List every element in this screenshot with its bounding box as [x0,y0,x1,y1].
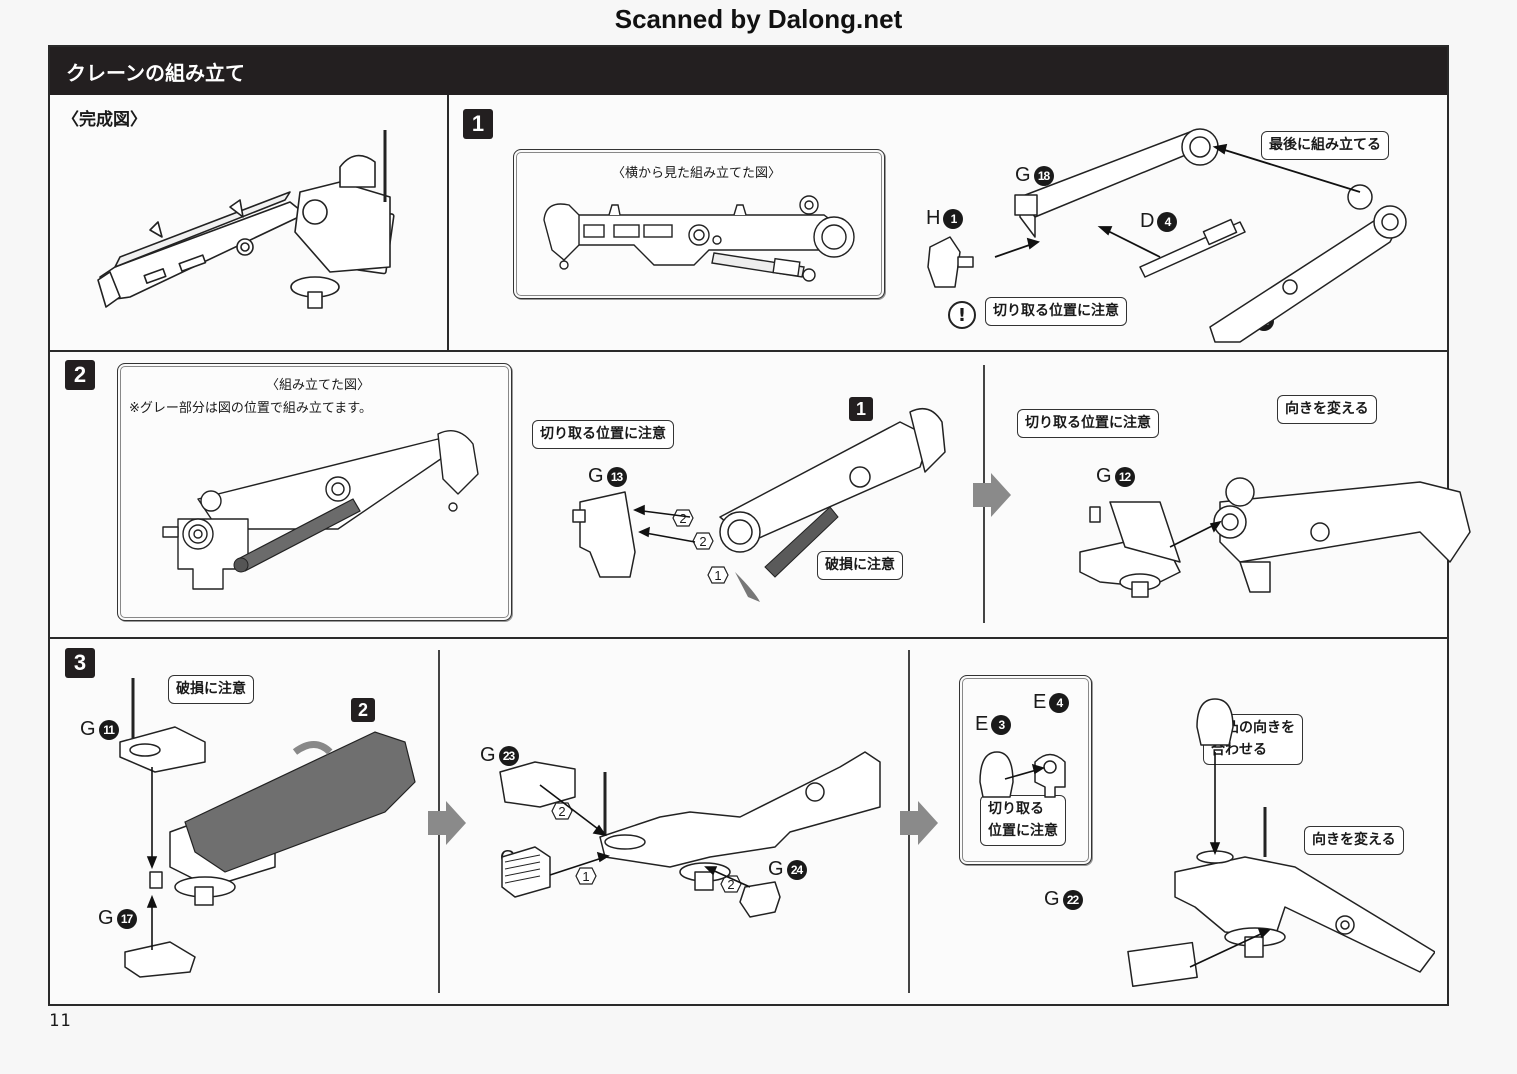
part-number: 4 [1049,692,1070,713]
instruction-page: クレーンの組み立て 〈完成図〉 1 〈横から見た組み立て [48,45,1471,1006]
runner-letter: E [975,713,989,735]
part-number: 3 [991,714,1012,735]
part-label-e4: E 4 [1033,691,1070,714]
order-mark-number: 1 [582,868,590,884]
part-label-h1: H 1 [926,207,964,230]
step-2-badge: 2 [65,360,95,390]
step-3-sub-badge: 2 [351,698,375,722]
divider [50,637,1447,639]
callout-change-direction: 向きを変える [1277,395,1377,424]
callout-line: 切り取る [988,801,1044,817]
inset-caption: 〈組み立てた図〉 [266,378,371,393]
side-view-crane-arm-drawing [543,195,855,282]
part-number: 17 [116,908,137,929]
runner-letter: H [926,207,941,229]
runner-letter: G [1044,888,1060,910]
part-label-g22: G 22 [1044,888,1083,911]
part-number: 4 [1157,211,1178,232]
step-2-exploded-drawing [572,407,946,602]
part-number: 18 [1033,165,1054,186]
order-mark-number: 2 [727,876,735,892]
part-number: 23 [498,745,519,766]
order-mark-number: 2 [558,803,566,819]
order-mark-number: 1 [714,567,722,583]
step-1-badge: 1 [463,109,493,139]
completed-crane-drawing [97,130,395,309]
step-1-parts-drawing [927,128,1407,343]
warning-icon: ! [948,301,976,329]
step-2-sub-badge: 1 [849,397,873,421]
step-3a-drawing [119,678,416,978]
order-mark: 1 [707,566,729,584]
scan-credit: Scanned by Dalong.net [614,4,903,34]
step-3c-drawing [979,698,1435,987]
order-mark-number: 2 [699,533,707,549]
callout-cut-position-step3: 切り取る 位置に注意 [980,795,1066,847]
runner-letter: G [588,465,604,487]
part-label-d4: D 4 [1140,210,1178,233]
part-number: 13 [606,466,627,487]
inset-note: ※グレー部分は図の位置で組み立てます。 [129,401,372,416]
header-bar: クレーンの組み立て [50,47,1447,95]
part-label-g17: G 17 [98,907,137,930]
part-number: 22 [1062,889,1083,910]
order-mark: 2 [551,802,573,820]
part-label-g11: G 11 [80,718,119,741]
runner-letter: G [768,858,784,880]
part-label-g13: G 13 [588,465,627,488]
part-number: 24 [786,859,807,880]
part-label-g12: G 12 [1096,465,1135,488]
part-label-g24: G 24 [768,858,807,881]
callout-cut-position: 切り取る位置に注意 [985,297,1127,326]
completed-label: 〈完成図〉 [62,110,147,130]
part-label-g18: G 18 [1015,164,1054,187]
callout-change-direction-step3: 向きを変える [1304,826,1404,855]
divider [447,95,449,350]
runner-letter: G [1015,164,1031,186]
page-number: 11 [49,1011,72,1031]
step-2-result-drawing [1079,477,1471,598]
next-step-arrow-icon [428,801,466,845]
callout-cut-position-a: 切り取る位置に注意 [532,420,674,449]
next-step-arrow-icon [973,473,1011,517]
step-1-side-view-inset: 〈横から見た組み立てた図〉 [513,149,885,299]
runner-letter: E [1033,691,1047,713]
part-label-e3: E 3 [975,713,1012,736]
part-number: 1 [943,208,964,229]
order-mark-number: 2 [679,510,687,526]
order-mark: 2 [672,509,694,527]
callout-assemble-last: 最後に組み立てる [1261,131,1389,160]
callout-line: 位置に注意 [988,822,1058,839]
runner-letter: D [1140,210,1155,232]
page-title: クレーンの組み立て [66,61,245,85]
step-2-assembled-inset: 〈組み立てた図〉 ※グレー部分は図の位置で組み立てます。 [117,363,512,621]
runner-letter: G [1096,465,1112,487]
runner-letter: G [480,744,496,766]
order-mark: 1 [575,867,597,885]
part-number: 11 [98,719,119,740]
divider [50,350,1447,352]
callout-damage-caution-step3: 破損に注意 [168,675,254,704]
inset-caption: 〈横から見た組み立てた図〉 [612,166,782,181]
step-3b-drawing [499,751,881,918]
callout-cut-position-b: 切り取る位置に注意 [1017,409,1159,438]
callout-damage-caution: 破損に注意 [817,551,903,580]
runner-letter: G [98,907,114,929]
part-number: 12 [1114,466,1135,487]
next-step-arrow-icon [900,801,938,845]
step-2-assembled-drawing [162,430,479,590]
step-3-badge: 3 [65,648,95,678]
runner-letter: G [80,718,96,740]
part-label-g23: G 23 [480,744,519,767]
